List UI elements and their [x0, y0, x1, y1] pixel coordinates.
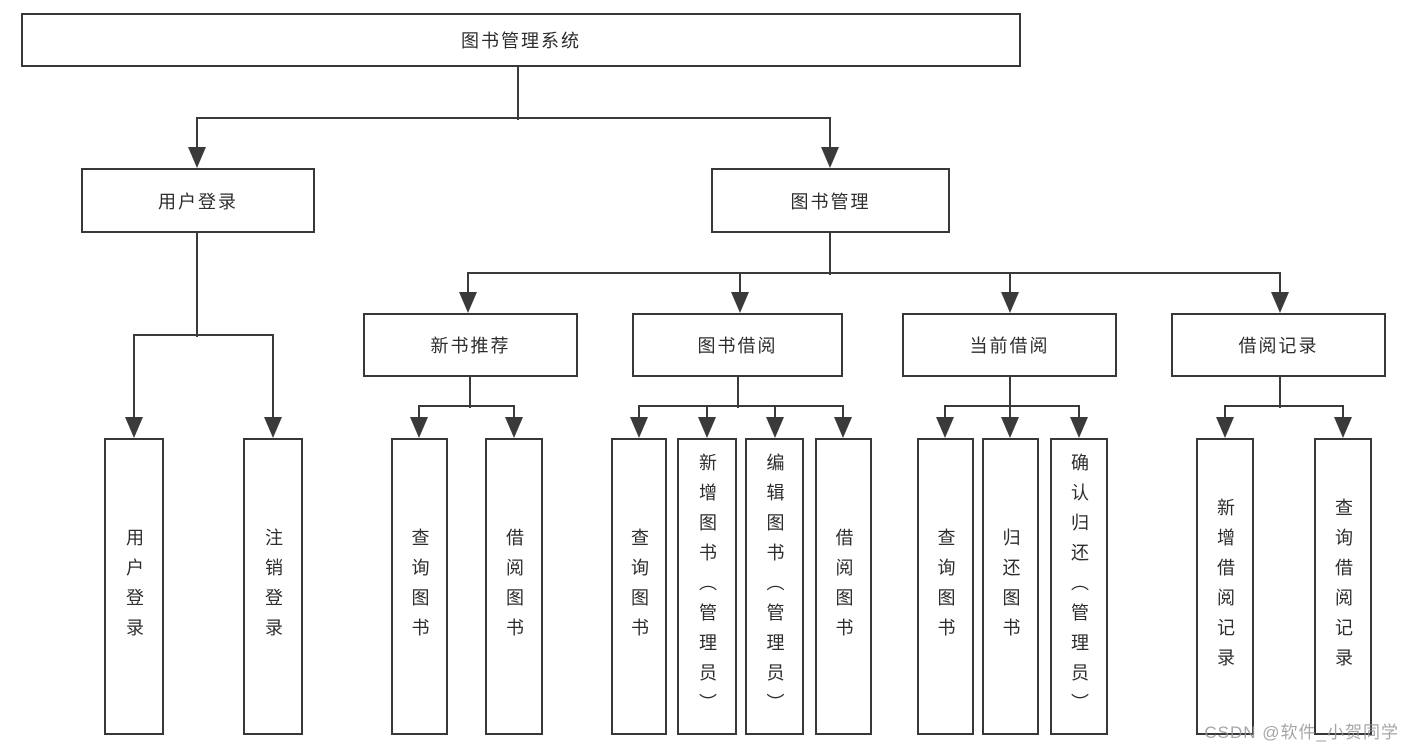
node-label: 归还图书 — [1000, 527, 1021, 648]
node-label: 借阅图书 — [833, 527, 854, 648]
node-label: 当前借阅 — [969, 336, 1050, 356]
node-leaf-query-books-2: 查询图书 — [611, 438, 667, 735]
node-label: 新增借阅记录 — [1215, 497, 1235, 678]
arrowhead-down-icon — [821, 147, 839, 168]
node-current-borrowing: 当前借阅 — [902, 313, 1117, 377]
node-user-login: 用户登录 — [81, 168, 315, 233]
arrowhead-down-icon — [410, 417, 428, 438]
arrowhead-down-icon — [1070, 417, 1088, 438]
connector-line — [829, 233, 831, 275]
node-new-book-recommend: 新书推荐 — [363, 313, 578, 377]
node-label: 查询图书 — [935, 527, 956, 648]
node-leaf-logout: 注销登录 — [243, 438, 303, 735]
node-label: 查询借阅记录 — [1333, 497, 1353, 678]
node-label: 借阅图书 — [504, 527, 524, 648]
arrowhead-down-icon — [630, 417, 648, 438]
node-leaf-add-books: 新增图书（管理员） — [677, 438, 737, 735]
arrowhead-down-icon — [1001, 292, 1019, 313]
arrowhead-down-icon — [1334, 417, 1352, 438]
connector-line — [1224, 406, 1226, 419]
connector-line — [739, 273, 741, 295]
connector-line — [944, 406, 946, 419]
node-label: 查询图书 — [409, 527, 430, 648]
node-book-management: 图书管理 — [711, 168, 950, 233]
arrowhead-down-icon — [1216, 417, 1234, 438]
node-label: 查询图书 — [629, 527, 649, 648]
node-leaf-return-books: 归还图书 — [982, 438, 1039, 735]
node-label: 新书推荐 — [430, 336, 511, 356]
connector-line — [842, 406, 844, 419]
arrowhead-down-icon — [936, 417, 954, 438]
connector-line — [944, 405, 1080, 407]
connector-line — [133, 334, 274, 336]
connector-line — [272, 335, 274, 419]
connector-line — [418, 405, 515, 407]
connector-line — [1009, 273, 1011, 295]
connector-line — [706, 406, 708, 419]
connector-line — [517, 67, 519, 120]
arrowhead-down-icon — [125, 417, 143, 438]
connector-line — [737, 377, 739, 408]
connector-line — [1279, 273, 1281, 295]
node-label: 图书借阅 — [697, 336, 778, 356]
arrowhead-down-icon — [834, 417, 852, 438]
arrowhead-down-icon — [698, 417, 716, 438]
arrowhead-down-icon — [1001, 417, 1019, 438]
arrowhead-down-icon — [766, 417, 784, 438]
connector-line — [196, 118, 198, 150]
node-root: 图书管理系统 — [21, 13, 1021, 67]
node-label: 用户登录 — [124, 527, 144, 648]
arrowhead-down-icon — [188, 147, 206, 168]
connector-line — [513, 406, 515, 419]
csdn-watermark: CSDN @软件_小贺同学 — [1204, 723, 1399, 742]
connector-line — [638, 405, 844, 407]
connector-line — [1279, 377, 1281, 408]
node-borrowing-records: 借阅记录 — [1171, 313, 1386, 377]
connector-line — [638, 406, 640, 419]
node-label: 新增图书（管理员） — [697, 452, 717, 723]
arrowhead-down-icon — [1271, 292, 1289, 313]
connector-line — [418, 406, 420, 419]
node-leaf-edit-books: 编辑图书（管理员） — [745, 438, 804, 735]
connector-line — [1009, 406, 1011, 419]
node-label: 编辑图书（管理员） — [764, 452, 785, 723]
connector-line — [196, 117, 831, 119]
connector-line — [467, 272, 1281, 274]
node-label: 借阅记录 — [1238, 336, 1319, 356]
node-label: 用户登录 — [158, 191, 238, 212]
connector-line — [196, 233, 198, 337]
node-leaf-borrow-books-2: 借阅图书 — [815, 438, 872, 735]
connector-line — [829, 118, 831, 150]
node-label: 注销登录 — [263, 527, 283, 648]
node-leaf-confirm-return: 确认归还（管理员） — [1050, 438, 1108, 735]
arrowhead-down-icon — [264, 417, 282, 438]
node-leaf-borrow-books-1: 借阅图书 — [485, 438, 543, 735]
connector-line — [133, 335, 135, 419]
arrowhead-down-icon — [459, 292, 477, 313]
node-leaf-add-borrow-record: 新增借阅记录 — [1196, 438, 1254, 735]
node-leaf-query-books-3: 查询图书 — [917, 438, 974, 735]
node-leaf-user-login: 用户登录 — [104, 438, 164, 735]
connector-line — [1009, 377, 1011, 408]
node-book-borrowing: 图书借阅 — [632, 313, 843, 377]
connector-line — [467, 273, 469, 295]
arrowhead-down-icon — [731, 292, 749, 313]
connector-line — [1078, 406, 1080, 419]
node-leaf-query-borrow-record: 查询借阅记录 — [1314, 438, 1372, 735]
arrowhead-down-icon — [505, 417, 523, 438]
node-label: 图书管理系统 — [461, 31, 581, 51]
node-leaf-query-books-1: 查询图书 — [391, 438, 448, 735]
connector-line — [1224, 405, 1344, 407]
connector-line — [1342, 406, 1344, 419]
connector-line — [774, 406, 776, 419]
connector-line — [469, 377, 471, 408]
node-label: 确认归还（管理员） — [1069, 452, 1089, 723]
node-label: 图书管理 — [790, 191, 871, 212]
